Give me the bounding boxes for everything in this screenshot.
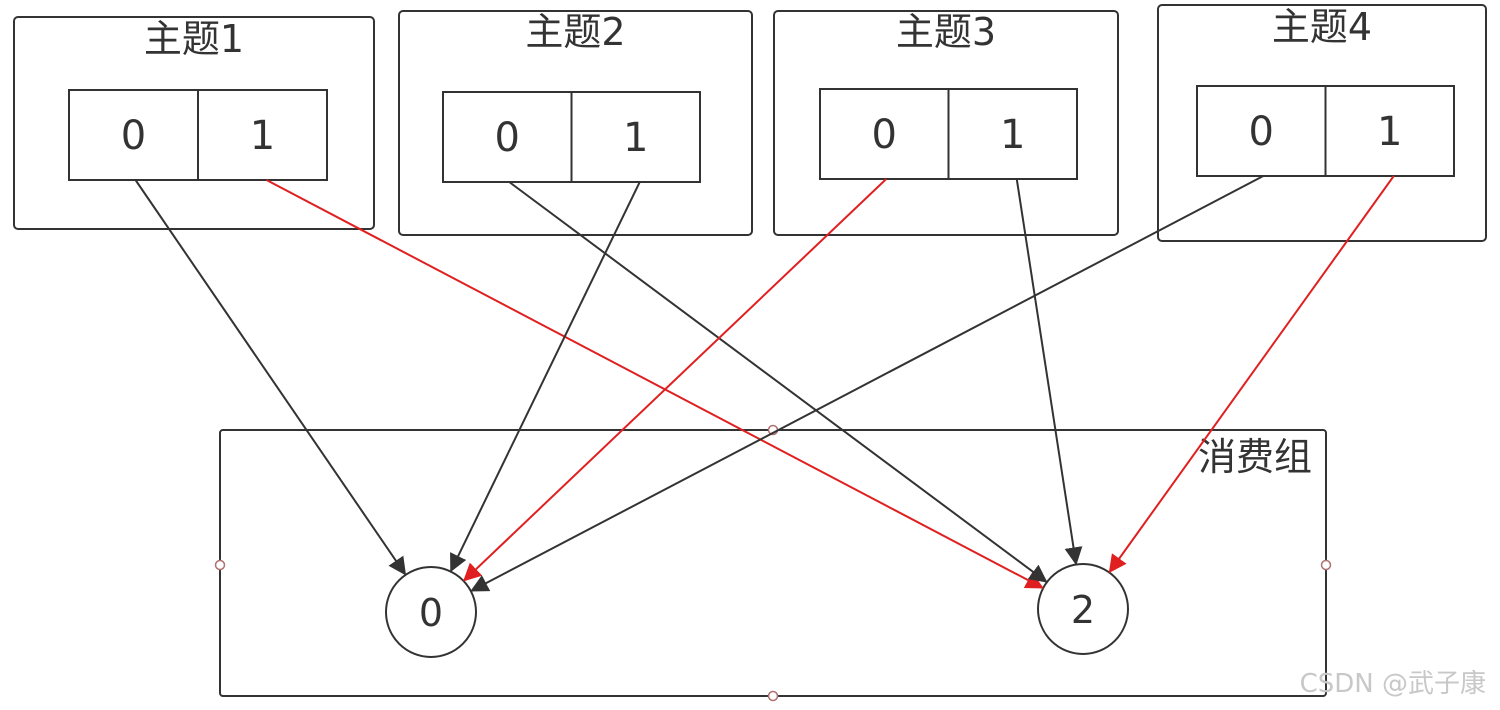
partition-label: 0: [495, 115, 520, 161]
partition-label: 1: [1377, 109, 1402, 155]
consumer-node[interactable]: [1037, 563, 1129, 655]
resize-handle[interactable]: [767, 690, 779, 702]
topic-3: 主题3 0 1: [773, 10, 1119, 236]
consumer-node[interactable]: [385, 566, 477, 658]
partition-cell[interactable]: [68, 89, 199, 181]
consumer-group-label: 消费组: [1198, 435, 1312, 479]
partition-label: 1: [250, 113, 275, 159]
partition-cell[interactable]: [570, 91, 701, 183]
resize-handle[interactable]: [1320, 559, 1332, 571]
assignment-arrow-7[interactable]: [470, 175, 1264, 592]
watermark: CSDN @武子康: [1299, 669, 1486, 699]
topic-1: 主题1 0 1: [13, 16, 375, 230]
partition-label: 0: [872, 112, 897, 158]
partition-cell[interactable]: [197, 89, 328, 181]
assignment-arrow-1[interactable]: [134, 179, 407, 576]
topic-title: 主题2: [525, 10, 625, 54]
topic-title: 主题3: [896, 10, 996, 54]
partition-cell[interactable]: [1324, 85, 1455, 177]
partition-label: 1: [623, 115, 648, 161]
resize-handle[interactable]: [214, 559, 226, 571]
assignment-arrow-6[interactable]: [1015, 178, 1083, 566]
partition-cell[interactable]: [819, 88, 950, 180]
assignment-arrow-4[interactable]: [450, 181, 641, 573]
assignment-arrow-2[interactable]: [266, 179, 1044, 589]
topic-2: 主题2 0 1: [398, 10, 753, 236]
assignment-arrow-8[interactable]: [1108, 175, 1395, 574]
consumer-0: 0: [385, 566, 477, 658]
consumer-2: 2: [1037, 563, 1129, 655]
consumer-group-box[interactable]: [219, 429, 1327, 697]
partition-cell[interactable]: [947, 88, 1078, 180]
partition-label: 0: [1249, 109, 1274, 155]
topics: 主题1 0 1 主题2 0 1 主题3 0 1 主题4 0 1: [13, 4, 1487, 242]
topic-4: 主题4 0 1: [1157, 4, 1487, 242]
consumer-label: 0: [419, 591, 443, 635]
assignment-arrow-5[interactable]: [463, 178, 887, 582]
partition-label: 0: [121, 113, 146, 159]
consumer-group: 消费组 0 2: [214, 424, 1332, 702]
partition-label: 1: [1000, 112, 1025, 158]
assignment-arrow-3[interactable]: [508, 181, 1048, 583]
consumer-label: 2: [1071, 588, 1095, 632]
assignment-edges: [134, 175, 1395, 592]
topic-title: 主题1: [144, 17, 244, 61]
topic-title: 主题4: [1272, 5, 1372, 49]
